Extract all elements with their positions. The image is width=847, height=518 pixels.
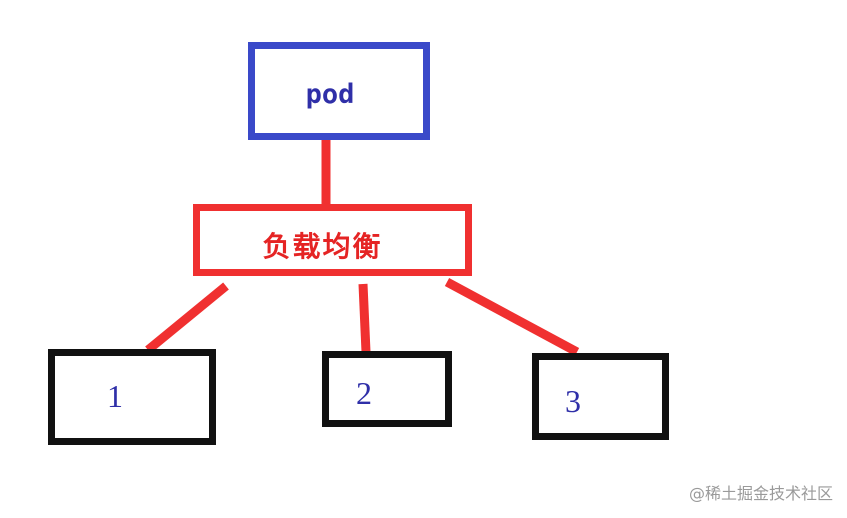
backend-node-3-label: 3 <box>565 383 581 419</box>
pod-node: pod <box>248 42 430 140</box>
backend-node-2: 2 <box>322 351 452 427</box>
load-balancer-node: 负载均衡 <box>193 204 472 276</box>
connector-lb-to-node-2 <box>358 283 371 353</box>
backend-node-2-label: 2 <box>356 375 372 411</box>
backend-node-1: 1 <box>48 349 216 445</box>
watermark-text: @稀土掘金技术社区 <box>688 484 833 503</box>
pod-label: pod <box>305 78 355 110</box>
load-balancer-label: 负载均衡 <box>262 230 383 263</box>
backend-node-1-label: 1 <box>107 378 123 414</box>
connector-lb-to-node-1 <box>145 282 229 354</box>
connector-lb-to-node-3 <box>444 278 580 356</box>
backend-node-3: 3 <box>532 353 669 440</box>
